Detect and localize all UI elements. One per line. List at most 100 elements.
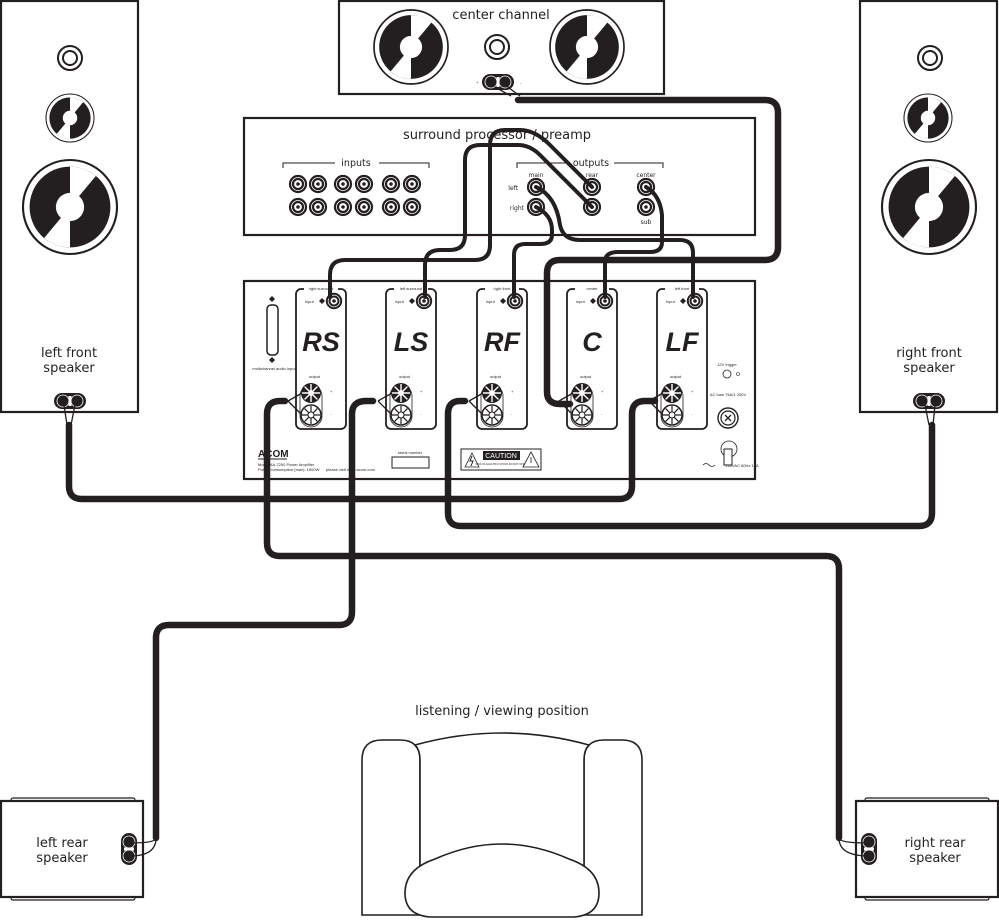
right-front-midrange-icon: [904, 94, 952, 142]
left-front-speaker-terminal[interactable]: [53, 392, 87, 410]
center-woofer-left-icon: [374, 10, 448, 84]
input-jack[interactable]: [381, 197, 401, 217]
cable-right-rear: [263, 397, 843, 842]
svg-text:-: -: [420, 411, 422, 416]
power-switch[interactable]: [720, 440, 738, 466]
center-woofer-right-icon: [550, 10, 624, 84]
channel-code: LS: [394, 327, 429, 357]
right-rear-label-line1: right rear: [904, 836, 966, 851]
ac-symbol-icon: [702, 463, 716, 467]
fuse-label: AC fuse T6A/1 250V: [710, 392, 747, 397]
right-front-speaker: right front speaker: [860, 0, 997, 414]
svg-text:+: +: [420, 389, 423, 394]
center-out-label: center: [636, 172, 656, 179]
left-front-woofer-icon: [23, 160, 117, 254]
right-front-woofer-icon: [882, 160, 976, 254]
channel-name: left front: [675, 286, 690, 291]
serial-number-box: [391, 456, 430, 469]
left-rear-label-line2: speaker: [36, 851, 88, 866]
right-rear-speaker: right rear speaker: [854, 797, 999, 901]
channel-code: RF: [484, 327, 521, 357]
negative-output-terminal[interactable]: [661, 404, 683, 426]
multichannel-label: multichannel audio input: [252, 366, 296, 371]
input-jack[interactable]: [333, 174, 353, 194]
left-rear-label-line1: left rear: [36, 836, 88, 851]
input-jack[interactable]: [288, 174, 308, 194]
cable-right-front: [444, 397, 936, 530]
left-rear-speaker-terminal[interactable]: [120, 832, 138, 866]
positive-output-terminal[interactable]: [390, 382, 412, 404]
negative-output-terminal[interactable]: [571, 404, 593, 426]
seat-label: listening / viewing position: [415, 704, 589, 719]
surround-processor: surround processor / preamp inputs outpu…: [242, 116, 757, 237]
channel-code: C: [582, 327, 602, 357]
right-front-speaker-terminal[interactable]: [912, 392, 946, 410]
positive-output-terminal[interactable]: [481, 382, 503, 404]
channel-code: LF: [666, 327, 700, 357]
left-front-midrange-icon: [46, 94, 94, 142]
left-front-tweeter-icon: [57, 45, 83, 71]
speaker-cables: [65, 96, 936, 842]
input-jack[interactable]: [381, 174, 401, 194]
main-label: main: [529, 172, 544, 179]
svg-text:+: +: [511, 389, 514, 394]
positive-output-terminal[interactable]: [300, 382, 322, 404]
cable-center-speaker: [514, 96, 782, 408]
output-label: output: [580, 374, 592, 379]
right-label: right: [510, 205, 525, 212]
center-plus-mark: +: [476, 80, 479, 85]
negative-output-terminal[interactable]: [390, 404, 412, 426]
rca-cable-main-left-to-lf: [534, 185, 695, 299]
center-minus-mark: -: [520, 80, 522, 85]
input-jack[interactable]: [402, 174, 422, 194]
caution-subtext: RISK OF ELECTRIC SHOCK DO NOT OPEN: [476, 463, 527, 466]
left-rear-speaker: left rear speaker: [0, 797, 145, 901]
output-label: output: [670, 374, 682, 379]
output-label: output: [309, 374, 321, 379]
trigger-jack[interactable]: [722, 369, 732, 379]
channel-input-jack[interactable]: [415, 292, 433, 310]
input-jack[interactable]: [308, 197, 328, 217]
input-jack[interactable]: [354, 197, 374, 217]
svg-text:-: -: [601, 411, 603, 416]
amp-channel-rf: right front input RF output + -: [468, 286, 528, 430]
negative-output-terminal[interactable]: [481, 404, 503, 426]
sub-label: sub: [641, 219, 652, 226]
right-front-tweeter-icon: [917, 45, 943, 71]
caution-text: CAUTION: [485, 453, 517, 460]
svg-text:+: +: [601, 389, 604, 394]
rca-cable-rear-right-to-ls: [423, 143, 594, 299]
model-text: Model AA-7250 Power Amplifier: [258, 462, 315, 467]
positive-output-terminal[interactable]: [571, 382, 593, 404]
multichannel-input-connector[interactable]: [266, 296, 279, 363]
input-label: input: [395, 299, 405, 304]
negative-output-terminal[interactable]: [300, 404, 322, 426]
input-jack[interactable]: [354, 174, 374, 194]
channel-name: center: [586, 286, 598, 291]
input-jack[interactable]: [308, 174, 328, 194]
channel-name: right surround: [309, 286, 334, 291]
input-jack[interactable]: [288, 197, 308, 217]
shock-hazard-icon: [464, 452, 480, 468]
right-front-label-line1: right front: [896, 346, 962, 361]
positive-output-terminal[interactable]: [661, 382, 683, 404]
output-label: output: [490, 374, 502, 379]
input-jack[interactable]: [333, 197, 353, 217]
sub-output-jack[interactable]: [636, 197, 656, 217]
input-jack[interactable]: [402, 197, 422, 217]
left-label: left: [508, 185, 518, 192]
output-label: output: [399, 374, 411, 379]
svg-text:-: -: [691, 411, 693, 416]
input-label: input: [486, 299, 496, 304]
fuse-holder[interactable]: [717, 407, 739, 429]
svg-text:+: +: [330, 389, 333, 394]
outputs-label: outputs: [573, 158, 609, 169]
caution-label: CAUTION RISK OF ELECTRIC SHOCK DO NOT OP…: [460, 448, 542, 471]
rca-cable-rear-left-to-rs: [328, 128, 594, 299]
svg-text:-: -: [330, 411, 332, 416]
wire-leads: [63, 84, 936, 857]
listening-position-seat: listening / viewing position: [361, 704, 643, 918]
cable-left-front: [65, 397, 659, 503]
right-rear-speaker-terminal[interactable]: [860, 832, 878, 866]
